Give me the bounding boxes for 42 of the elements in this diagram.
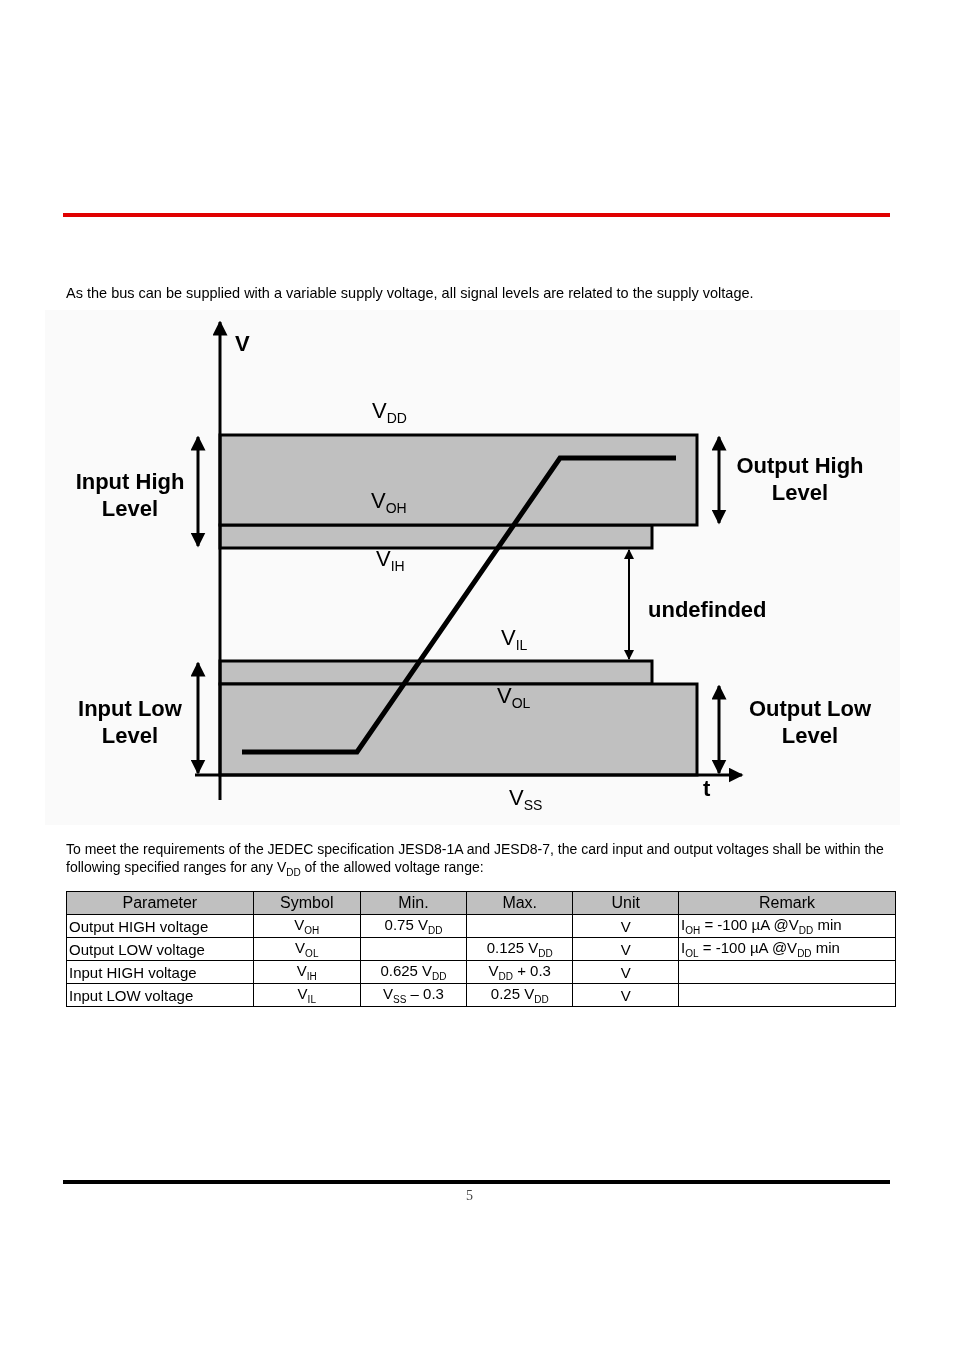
table-cell: V [572, 914, 679, 938]
table-cell: V$_{OH}$ [253, 914, 361, 938]
header-cell: Unit [572, 891, 679, 915]
table-cell: V [572, 960, 679, 984]
table-cell: V$_{IH}$ [253, 960, 361, 984]
requirements-text: To meet the requirements of the JEDEC specification JESD8-1A and JESD8-7, the card input and output voltages shall be within the following specified ranges for any V$_{DD}$ of the allowed voltage range: [66, 840, 885, 880]
level-label: V$_{IH}$ [376, 546, 405, 575]
table-cell: 0.25 V$_{DD}$ [466, 983, 573, 1007]
table-cell: V [572, 937, 679, 961]
page-number: 5 [466, 1188, 473, 1204]
table-cell: V$_{OL}$ [253, 937, 361, 961]
side-label: Input High Level [74, 468, 186, 522]
table-cell: Output HIGH voltage [66, 914, 254, 938]
table-cell: I$_{OL}$ = -100 µA @V$_{DD}$ min [678, 937, 896, 961]
level-label: V$_{DD}$ [372, 398, 407, 427]
table-cell: Input LOW voltage [66, 983, 254, 1007]
header-cell: Remark [678, 891, 896, 915]
header-cell: Max. [466, 891, 573, 915]
side-label: Input Low Level [77, 695, 183, 749]
header-cell: Parameter [66, 891, 254, 915]
table-cell: V$_{DD}$ + 0.3 [466, 960, 573, 984]
table-cell: 0.625 V$_{DD}$ [360, 960, 467, 984]
table-cell: V$_{SS}$ – 0.3 [360, 983, 467, 1007]
table-cell: 0.125 V$_{DD}$ [466, 937, 573, 961]
table-cell: Output LOW voltage [66, 937, 254, 961]
table-cell: 0.75 V$_{DD}$ [360, 914, 467, 938]
level-label: V$_{OH}$ [371, 488, 407, 517]
level-label: V$_{SS}$ [509, 785, 543, 814]
header-cell: Min. [360, 891, 467, 915]
side-label: Output Low Level [747, 695, 873, 749]
axis-label: t [703, 775, 711, 802]
axis-label: V [235, 330, 250, 357]
intro-text: As the bus can be supplied with a variable supply voltage, all signal levels are related to the supply voltage. [66, 285, 754, 301]
region-label: undefinded [648, 596, 767, 623]
table-cell: V [572, 983, 679, 1007]
level-label: V$_{IL}$ [501, 625, 528, 654]
level-label: V$_{OL}$ [497, 683, 531, 712]
table-cell: V$_{IL}$ [253, 983, 361, 1007]
side-label: Output High Level [735, 452, 865, 506]
header-cell: Symbol [253, 891, 361, 915]
table-cell: I$_{OH}$ = -100 µA @V$_{DD}$ min [678, 914, 896, 938]
table-cell: Input HIGH voltage [66, 960, 254, 984]
